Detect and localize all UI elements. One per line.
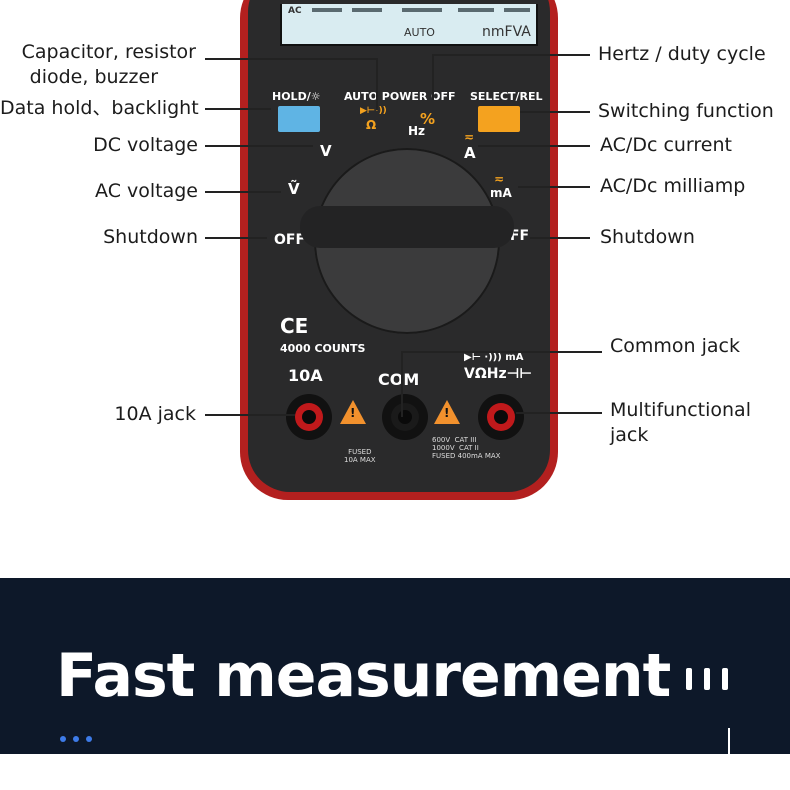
ac-voltage-mark: Ṽ: [288, 180, 300, 198]
percent-mark: %: [420, 110, 436, 128]
label-capacitor: Capacitor, resistor: [21, 41, 196, 63]
lcd-units: nmFVA: [482, 24, 531, 40]
leader-line: [520, 111, 590, 113]
dial-knob-grip[interactable]: [300, 206, 514, 248]
ac-dc-current-tilde: ≂: [464, 130, 475, 144]
label-dc-voltage: DC voltage: [93, 134, 198, 156]
leader-line: [205, 191, 281, 193]
lcd-display: AC AUTO nmFVA: [280, 4, 538, 46]
tick-mark: [686, 668, 692, 690]
label-shutdown-right: Shutdown: [600, 226, 695, 248]
leader-line: [205, 237, 267, 239]
carousel-dot[interactable]: [86, 736, 92, 742]
hold-label: HOLD/☼: [272, 90, 321, 103]
leader-line: [516, 412, 602, 414]
banner-headline: Fast measurement: [56, 641, 671, 711]
jack-10a[interactable]: [286, 394, 332, 440]
tick-mark: [704, 668, 710, 690]
rotary-dial[interactable]: [300, 148, 514, 334]
label-data-hold: Data hold、backlight: [0, 97, 199, 119]
carousel-dot[interactable]: [60, 736, 66, 742]
fused-10a-note: FUSED 10A MAX: [344, 448, 376, 464]
select-rel-button[interactable]: [478, 106, 520, 132]
banner: [0, 578, 790, 754]
ac-dc-milliamp-mark: mA: [490, 186, 512, 200]
warning-icon: !: [340, 400, 366, 424]
vohmhz-label: VΩHz⊣⊢: [464, 366, 533, 382]
multimeter-body: AC AUTO nmFVA HOLD/☼ AUTO POWER OFF SELE…: [240, 0, 558, 500]
label-shutdown-left: Shutdown: [103, 226, 198, 248]
auto-power-off-label: AUTO POWER OFF: [344, 90, 456, 103]
leader-line: [205, 108, 271, 110]
leader-line: [205, 414, 295, 416]
hold-backlight-button[interactable]: [278, 106, 320, 132]
label-switching: Switching function: [598, 100, 774, 122]
leader-line: [432, 54, 434, 100]
cat-rating-note: 600V CAT III 1000V CAT II FUSED 400mA MA…: [432, 436, 501, 460]
label-hertz: Hertz / duty cycle: [598, 43, 766, 65]
leader-line: [205, 145, 313, 147]
lcd-ac-indicator: AC: [288, 6, 302, 16]
tick-mark: [722, 668, 728, 690]
warning-icon: !: [434, 400, 460, 424]
leader-line: [432, 54, 590, 56]
divider-line: [728, 728, 730, 754]
leader-line: [478, 145, 590, 147]
multimeter-face: AC AUTO nmFVA HOLD/☼ AUTO POWER OFF SELE…: [248, 0, 550, 492]
ac-dc-current-mark: A: [464, 144, 476, 162]
ohm-mark: Ω: [366, 118, 377, 132]
leader-line: [518, 186, 590, 188]
off-left-mark: OFF: [274, 232, 306, 248]
jack-10a-label: 10A: [288, 366, 323, 385]
select-rel-label: SELECT/REL: [470, 90, 543, 103]
leader-line: [376, 58, 378, 110]
diode-buzzer-icon: ▶⊢·)): [360, 106, 387, 116]
label-diode-buzzer: diode, buzzer: [29, 66, 158, 88]
label-10a-jack: 10A jack: [114, 403, 196, 425]
leader-line: [530, 237, 590, 239]
carousel-dot[interactable]: [73, 736, 79, 742]
diode-ma-label: ▶⊢ ·))) mA: [464, 352, 524, 363]
leader-line: [401, 351, 403, 417]
dc-voltage-mark: V: [320, 142, 332, 160]
label-ac-dc-current: AC/Dc current: [600, 134, 732, 156]
leader-line: [205, 58, 377, 60]
label-ac-dc-milliamp: AC/Dc milliamp: [600, 175, 746, 197]
label-multifunctional-jack: jack: [610, 424, 649, 446]
leader-line: [402, 351, 602, 353]
counts-label: 4000 COUNTS: [280, 342, 366, 355]
hz-mark: Hz: [408, 124, 426, 138]
ce-mark: CE: [280, 314, 309, 338]
label-ac-voltage: AC voltage: [95, 180, 198, 202]
label-multifunctional: Multifunctional: [610, 399, 751, 421]
com-label: COM: [378, 370, 420, 389]
label-common-jack: Common jack: [610, 335, 740, 357]
ac-dc-milliamp-tilde: ≂: [494, 172, 505, 186]
jack-multifunction[interactable]: [478, 394, 524, 440]
jack-com[interactable]: [382, 394, 428, 440]
lcd-auto-indicator: AUTO: [404, 26, 435, 39]
